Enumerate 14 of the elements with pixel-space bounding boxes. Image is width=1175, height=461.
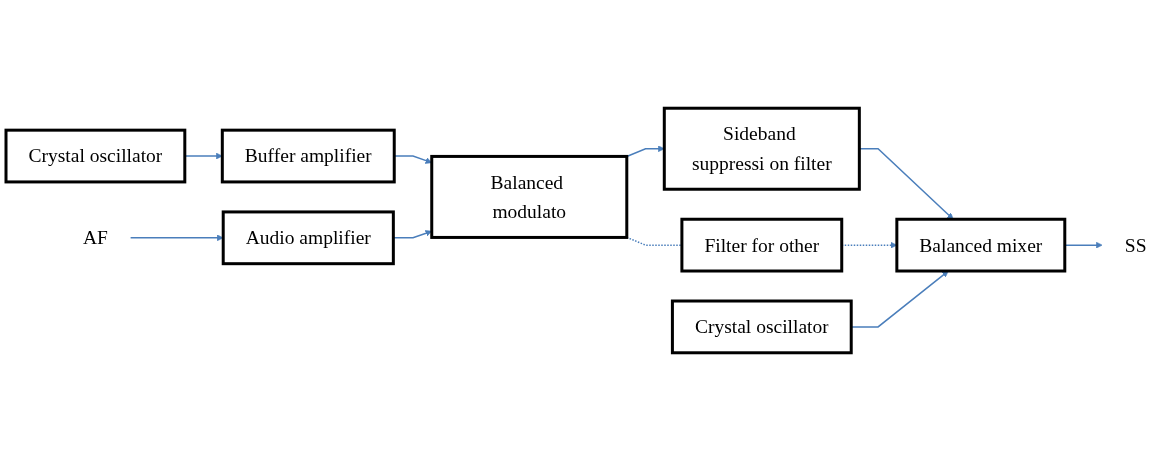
- node-box: Filter for other: [680, 217, 844, 273]
- node-box: Balanced mixer: [895, 217, 1067, 273]
- node-box: Buffer amplifier: [220, 128, 396, 184]
- arrow: [1064, 241, 1103, 249]
- node-box: Crystal oscillator: [4, 128, 187, 184]
- node-box: Balanced modulato: [430, 154, 629, 239]
- arrow: [626, 145, 665, 158]
- node-text: AF: [82, 226, 108, 249]
- node-text: SS: [1124, 234, 1147, 257]
- arrow: [129, 234, 224, 242]
- arrow: [184, 152, 223, 160]
- node-box: Crystal oscillator: [670, 299, 853, 355]
- node-box: Sideband suppressi on filter: [662, 106, 861, 191]
- node-box: Audio amplifier: [221, 210, 395, 266]
